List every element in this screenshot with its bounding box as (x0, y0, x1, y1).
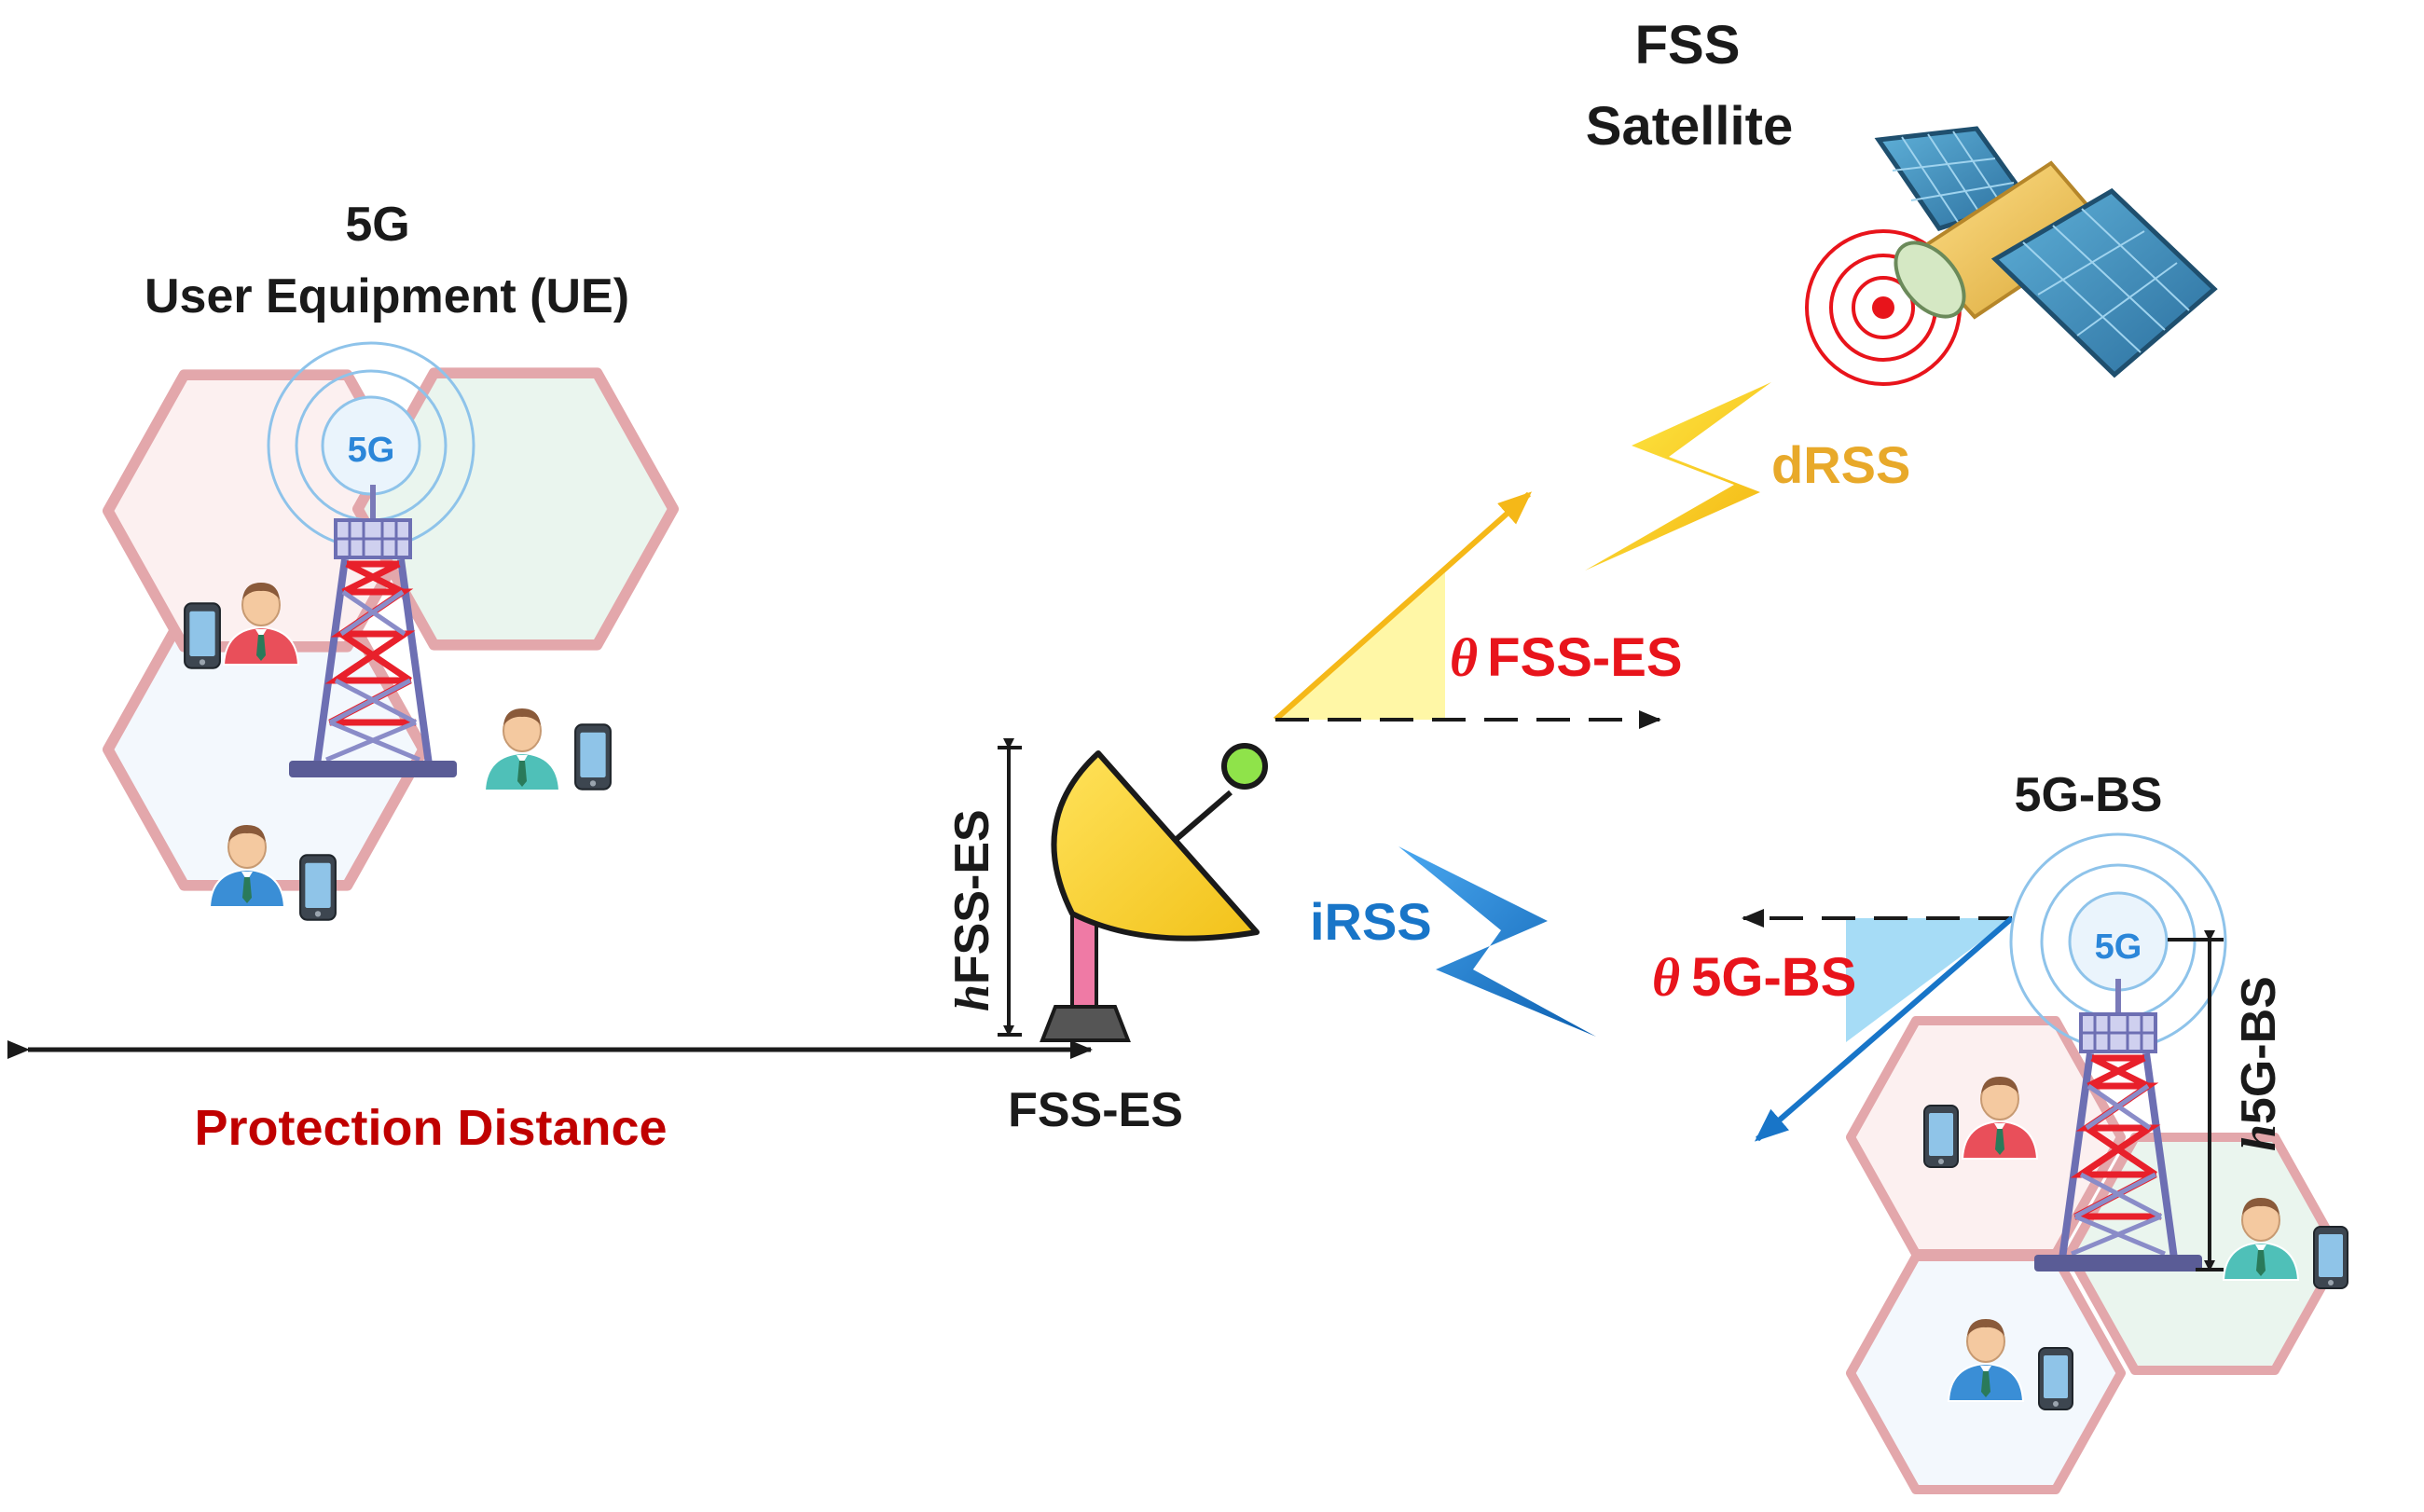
ue-tower: 5G (267, 341, 475, 777)
fss-earth-station (1040, 743, 1268, 1042)
irss-label: iRSS (1310, 892, 1432, 951)
irss-signal-bolt-icon (1398, 846, 1596, 1037)
phone-icon (183, 602, 222, 669)
solar-panel-icon (1990, 187, 2218, 378)
bs-5g-badge: 5G (2095, 928, 2142, 967)
bs-tilt-angle-fill (1846, 918, 2012, 1042)
bs-height-label: h5G-BS (2232, 976, 2286, 1151)
drss-signal-bolt-icon (1585, 382, 1771, 570)
ue-title-line1: 5G (345, 198, 409, 252)
satellite-title-line2: Satellite (1586, 96, 1793, 157)
bs-title: 5G-BS (2015, 768, 2163, 822)
satellite-title-line1: FSS (1635, 15, 1741, 76)
phone-icon (573, 723, 613, 790)
user-icon (483, 707, 561, 792)
drss-label: dRSS (1771, 435, 1910, 494)
ue-title-line2: User Equipment (UE) (145, 269, 629, 323)
fss-es-height-label: hFSS-ES (945, 809, 999, 1011)
fss-uplink-arrow (1274, 491, 1532, 722)
phone-icon (2312, 1225, 2349, 1290)
bs-interference-arrow (1754, 915, 2014, 1142)
protection-distance-label: Protection Distance (194, 1100, 667, 1156)
satellite-dish-icon (1894, 241, 1966, 319)
phone-icon (2037, 1346, 2074, 1411)
tower-5g-badge: 5G (348, 431, 395, 470)
fss-es-label: FSS-ES (1008, 1083, 1183, 1137)
fss-satellite (1805, 126, 2218, 386)
feed-horn-icon (1221, 743, 1268, 790)
phone-icon (1922, 1104, 1960, 1169)
phone-icon (298, 854, 337, 921)
